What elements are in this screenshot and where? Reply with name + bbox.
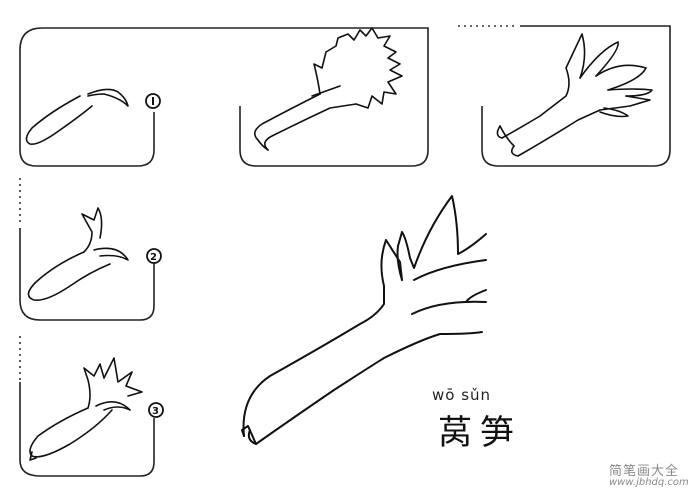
step-2-badge xyxy=(146,248,162,264)
final-lettuce-drawing xyxy=(241,195,487,445)
pinyin-label: wō sǔn xyxy=(432,386,492,404)
step-2-group: 2 xyxy=(19,178,162,321)
step-3-stem-sketch xyxy=(29,407,113,458)
step-1-stem-sketch xyxy=(25,95,93,146)
step-2-number-glyph: 2 xyxy=(150,252,157,263)
top-panel-frame xyxy=(19,25,671,167)
watermark-site-name: 简笔画大全 xyxy=(609,464,680,479)
step-5-drawing xyxy=(496,33,653,157)
vegetable-name-label: 莴笋 xyxy=(438,413,522,453)
step-3-badge xyxy=(148,402,164,418)
watermark-url: www.jbhdq.com xyxy=(609,477,689,488)
step-3-number-glyph: 3 xyxy=(152,406,159,417)
step-2-stem-sketch xyxy=(27,251,111,302)
step-4-drawing xyxy=(254,27,403,151)
step-3-group: 3 xyxy=(19,336,164,477)
step-1-group xyxy=(25,88,161,146)
